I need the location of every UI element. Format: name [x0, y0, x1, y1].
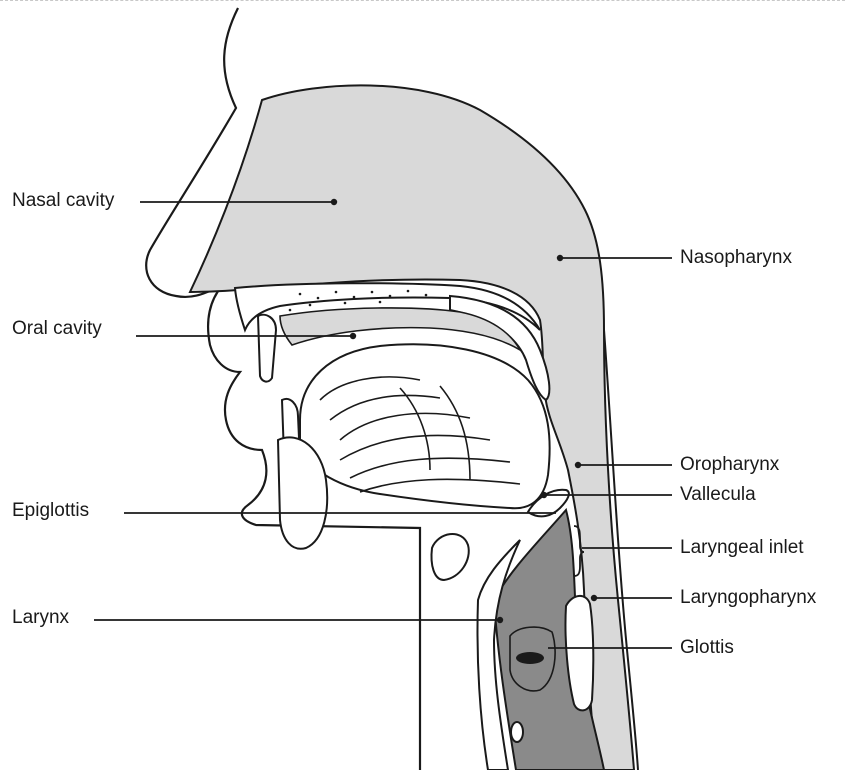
label-glottis: Glottis: [680, 637, 734, 659]
cricoid-ring: [511, 722, 523, 742]
label-nasopharynx: Nasopharynx: [680, 247, 792, 269]
label-oral-cavity: Oral cavity: [12, 318, 102, 340]
label-laryngopharynx: Laryngopharynx: [680, 587, 816, 609]
label-larynx: Larynx: [12, 607, 69, 629]
upper-incisor: [258, 315, 276, 382]
hyoid-bone: [432, 534, 469, 580]
glottis-opening: [516, 652, 544, 664]
label-epiglottis: Epiglottis: [12, 500, 89, 522]
label-oropharynx: Oropharynx: [680, 454, 779, 476]
label-vallecula: Vallecula: [680, 484, 756, 506]
label-laryngeal-inlet: Laryngeal inlet: [680, 537, 804, 559]
label-nasal-cavity: Nasal cavity: [12, 190, 114, 212]
